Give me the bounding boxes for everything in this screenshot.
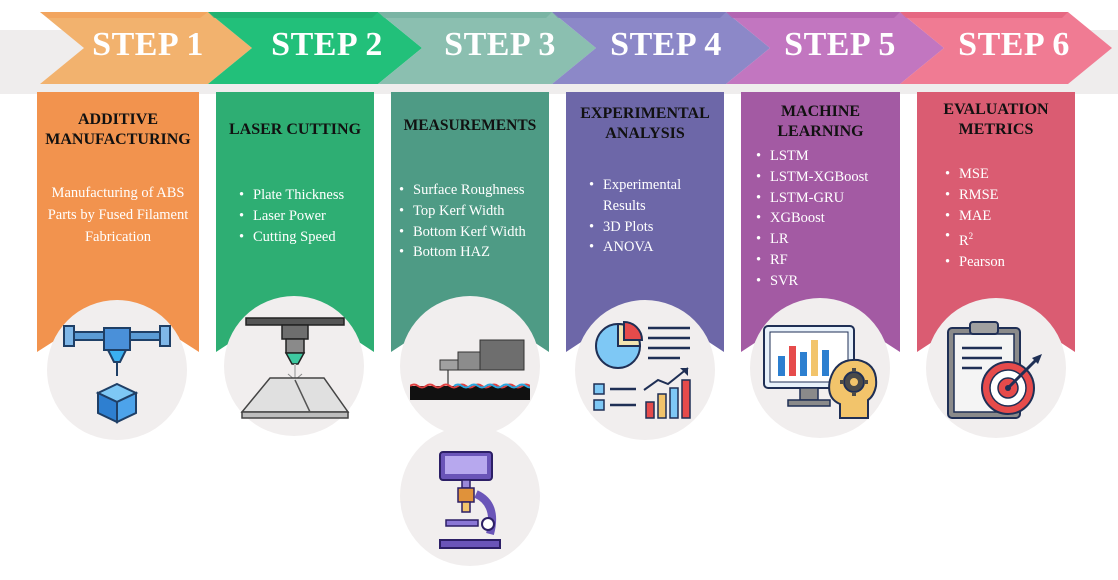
list-item: RMSE xyxy=(945,185,1005,206)
step4-label: STEP 4 xyxy=(610,26,722,63)
step3-chevron xyxy=(378,12,596,84)
list-item: Bottom Kerf Width xyxy=(399,222,526,243)
step2-parameter-list: Plate Thickness Laser Power Cutting Spee… xyxy=(239,185,344,247)
list-item: 3D Plots xyxy=(589,217,699,238)
step2-title: LASER CUTTING xyxy=(228,121,362,138)
step3-label: STEP 3 xyxy=(444,26,556,63)
step5-model-list: LSTM LSTM-XGBoost LSTM-GRU XGBoost LR RF… xyxy=(756,146,868,292)
step4-analysis-list: Experimental Results 3D Plots ANOVA xyxy=(589,175,699,258)
surface-profile-icon xyxy=(410,339,530,400)
step3-title: MEASUREMENTS xyxy=(403,117,537,134)
step1-title: ADDITIVE MANUFACTURING xyxy=(45,111,191,148)
list-item: LR xyxy=(756,229,868,250)
analysis-charts-icon xyxy=(593,320,691,419)
3d-printer-icon xyxy=(63,325,171,424)
step6-chevron xyxy=(900,12,1112,84)
machine-learning-monitor-icon xyxy=(763,325,878,419)
chevron-arrows xyxy=(40,12,1112,84)
list-item: Bottom HAZ xyxy=(399,242,526,263)
step6-metric-list: MSE RMSE MAE R2 Pearson xyxy=(945,164,1005,273)
step6-title: EVALUATION METRICS xyxy=(943,101,1049,138)
step6-label: STEP 6 xyxy=(958,26,1070,63)
step4-chevron xyxy=(552,12,770,84)
list-item: Experimental Results xyxy=(589,175,699,217)
list-item: LSTM xyxy=(756,146,868,167)
icon-circles xyxy=(47,296,1066,566)
step5-title: MACHINE LEARNING xyxy=(777,103,864,140)
step5-chevron xyxy=(726,12,944,84)
clipboard-target-icon xyxy=(947,321,1042,419)
list-item: Laser Power xyxy=(239,206,344,227)
step5-label: STEP 5 xyxy=(784,26,896,63)
step2-chevron xyxy=(208,12,422,84)
list-item: Cutting Speed xyxy=(239,227,344,248)
list-item: SVR xyxy=(756,271,868,292)
list-item: LSTM-XGBoost xyxy=(756,167,868,188)
step1-label: STEP 1 xyxy=(92,26,204,63)
step1-description: Manufacturing of ABS Parts by Fused Fila… xyxy=(47,185,189,245)
list-item: Pearson xyxy=(945,252,1005,273)
list-item: RF xyxy=(756,250,868,271)
list-item: ANOVA xyxy=(589,237,699,258)
microscope-icon xyxy=(439,451,501,549)
step1-chevron xyxy=(40,12,252,84)
list-item: Top Kerf Width xyxy=(399,201,526,222)
step3-measurement-list: Surface Roughness Top Kerf Width Bottom … xyxy=(399,180,526,263)
list-item: Plate Thickness xyxy=(239,185,344,206)
step4-title: EXPERIMENTAL ANALYSIS xyxy=(580,105,710,142)
list-item: R2 xyxy=(945,226,1005,252)
list-item: XGBoost xyxy=(756,208,868,229)
step1-column xyxy=(37,92,199,352)
step2-label: STEP 2 xyxy=(271,26,383,63)
list-item: MSE xyxy=(945,164,1005,185)
list-item: Surface Roughness xyxy=(399,180,526,201)
list-item: MAE xyxy=(945,206,1005,227)
list-item: LSTM-GRU xyxy=(756,188,868,209)
laser-cutter-icon xyxy=(240,317,350,419)
